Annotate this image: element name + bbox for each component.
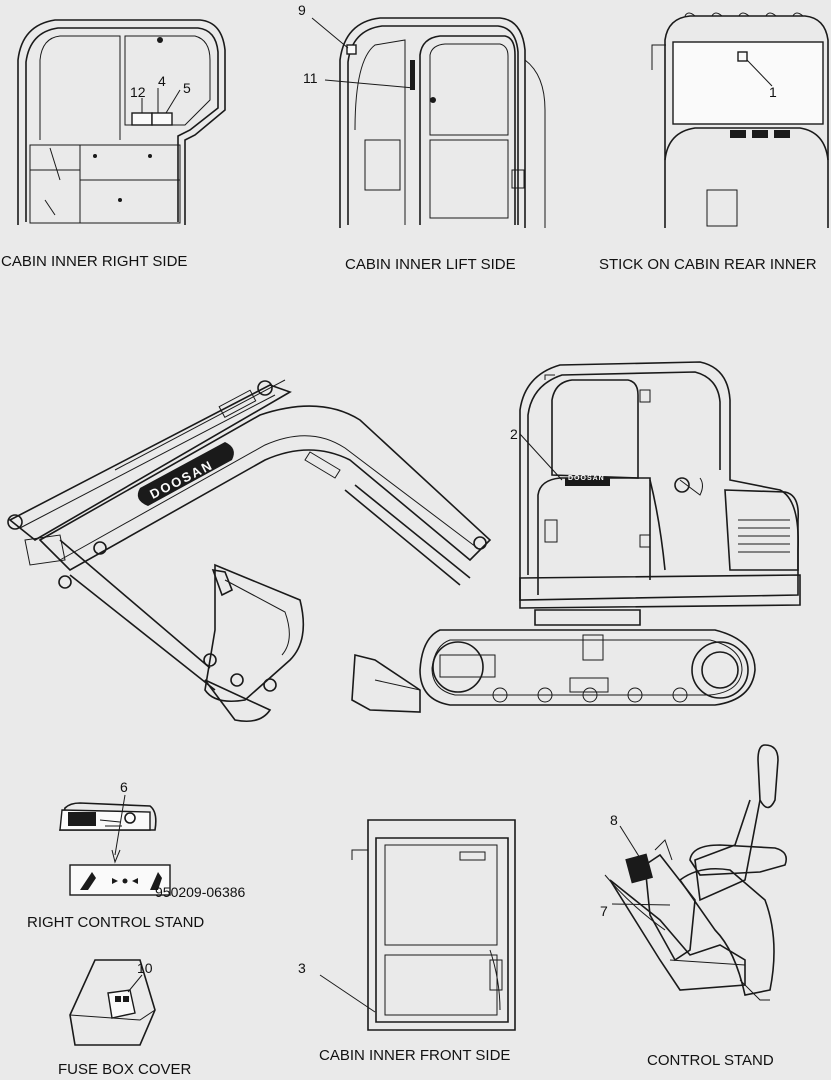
- callout-10: 10: [137, 960, 153, 976]
- caption-stick-on-cabin-rear-inner: STICK ON CABIN REAR INNER: [599, 256, 817, 273]
- cabin-inner-right-side-drawing: [17, 19, 226, 225]
- callout-4: 4: [158, 73, 166, 89]
- callout-2: 2: [510, 426, 518, 442]
- right-control-stand-drawing: [58, 794, 171, 896]
- callout-8: 8: [610, 812, 618, 828]
- callout-5: 5: [183, 80, 191, 96]
- callout-12: 12: [130, 84, 146, 100]
- cabin-inner-lift-side-drawing: [311, 17, 546, 228]
- callout-3: 3: [298, 960, 306, 976]
- caption-right-control-stand: RIGHT CONTROL STAND: [27, 914, 205, 931]
- cab-brand-decal: DOOSAN: [568, 475, 605, 482]
- stick-on-cabin-rear-inner-drawing: [651, 12, 829, 228]
- fuse-box-cover-drawing: [69, 959, 156, 1046]
- excavator-drawing: [7, 361, 801, 723]
- control-stand-drawing: [604, 744, 788, 1001]
- caption-cabin-inner-lift-side: CABIN INNER LIFT SIDE: [345, 256, 516, 273]
- callout-11: 11: [303, 70, 318, 86]
- part-number: 950209-06386: [155, 884, 246, 900]
- cabin-inner-front-side-drawing: [319, 819, 516, 1031]
- callout-9: 9: [298, 2, 306, 18]
- caption-fuse-box-cover: FUSE BOX COVER: [58, 1061, 192, 1078]
- caption-cabin-inner-right-side: CABIN INNER RIGHT SIDE: [1, 253, 188, 270]
- caption-cabin-inner-front-side: CABIN INNER FRONT SIDE: [319, 1047, 511, 1064]
- caption-control-stand: CONTROL STAND: [647, 1052, 774, 1069]
- callout-1: 1: [769, 84, 777, 100]
- callout-6: 6: [120, 779, 128, 795]
- callout-7: 7: [600, 903, 608, 919]
